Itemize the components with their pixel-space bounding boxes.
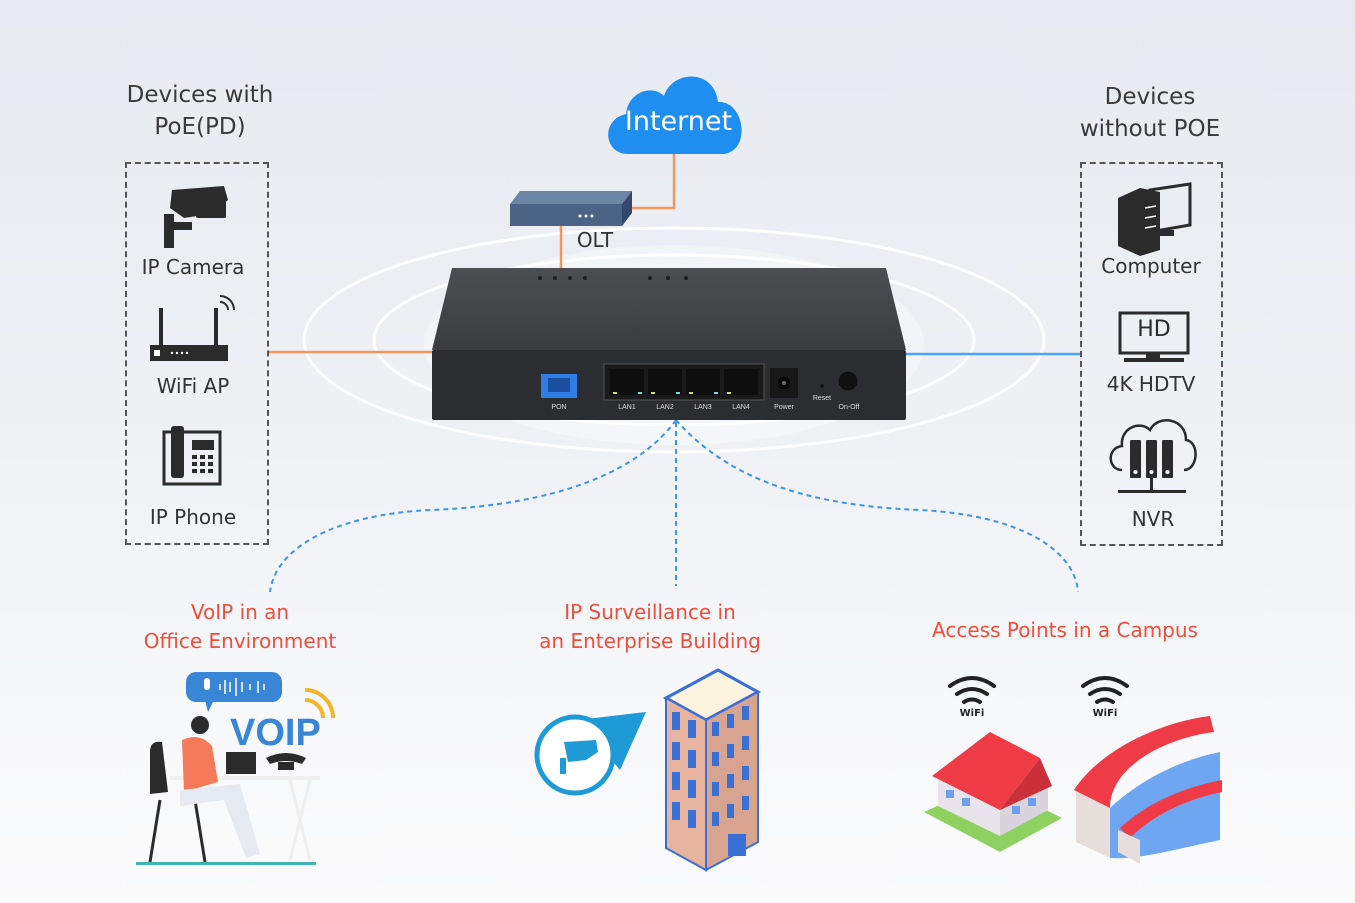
scenario-surveillance-line2: an Enterprise Building (539, 629, 761, 653)
dashed-link-voip (269, 419, 677, 593)
device-label-ip-phone: IP Phone (149, 505, 237, 529)
port-label-power: Power (774, 404, 794, 411)
device-glow (424, 245, 924, 445)
signal-ring-inner (372, 253, 976, 427)
signal-ring-outer (302, 226, 1046, 454)
wifi-label-right: WiFi (1092, 708, 1118, 719)
port-label-lan4: LAN4 (732, 404, 750, 411)
scenario-voip-line1: VoIP in an (190, 600, 290, 624)
port-label-reset: Reset (812, 395, 832, 402)
port-label-pon: PON (551, 404, 567, 411)
non-poe-devices-box (1080, 162, 1223, 546)
right-group-title-line2: without POE (1079, 116, 1221, 142)
port-label-lan3: LAN3 (694, 404, 712, 411)
device-label-4k-hdtv: 4K HDTV (1106, 372, 1196, 396)
scenario-voip-title: VoIP in an Office Environment (110, 598, 370, 656)
scenario-campus-title: Access Points in a Campus (932, 618, 1198, 642)
left-group-title-line1: Devices with (126, 82, 274, 108)
left-group-title-line2: PoE(PD) (154, 114, 246, 140)
port-label-lan1: LAN1 (618, 404, 636, 411)
right-group-title-line1: Devices (1104, 84, 1196, 110)
device-label-nvr: NVR (1131, 507, 1175, 531)
scenario-surveillance-title: IP Surveillance in an Enterprise Buildin… (520, 598, 780, 656)
wifi-label-left: WiFi (959, 708, 985, 719)
scenario-voip-line2: Office Environment (143, 629, 337, 653)
device-label-computer: Computer (1101, 254, 1201, 278)
olt-label: OLT (576, 228, 614, 252)
port-label-on-off: On-Off (838, 404, 860, 411)
internet-label: Internet (624, 106, 733, 137)
device-label-wifi-ap: WiFi AP (156, 374, 230, 398)
port-label-lan2: LAN2 (656, 404, 674, 411)
left-group-title: Devices with PoE(PD) (100, 79, 300, 143)
right-group-title: Devices without POE (1050, 81, 1250, 145)
dashed-link-campus (675, 419, 1079, 593)
device-label-ip-camera: IP Camera (141, 255, 245, 279)
poe-devices-box (125, 162, 269, 545)
scenario-surveillance-line1: IP Surveillance in (564, 600, 736, 624)
hd-badge: HD (1137, 317, 1171, 342)
internet-olt-line (632, 150, 676, 210)
